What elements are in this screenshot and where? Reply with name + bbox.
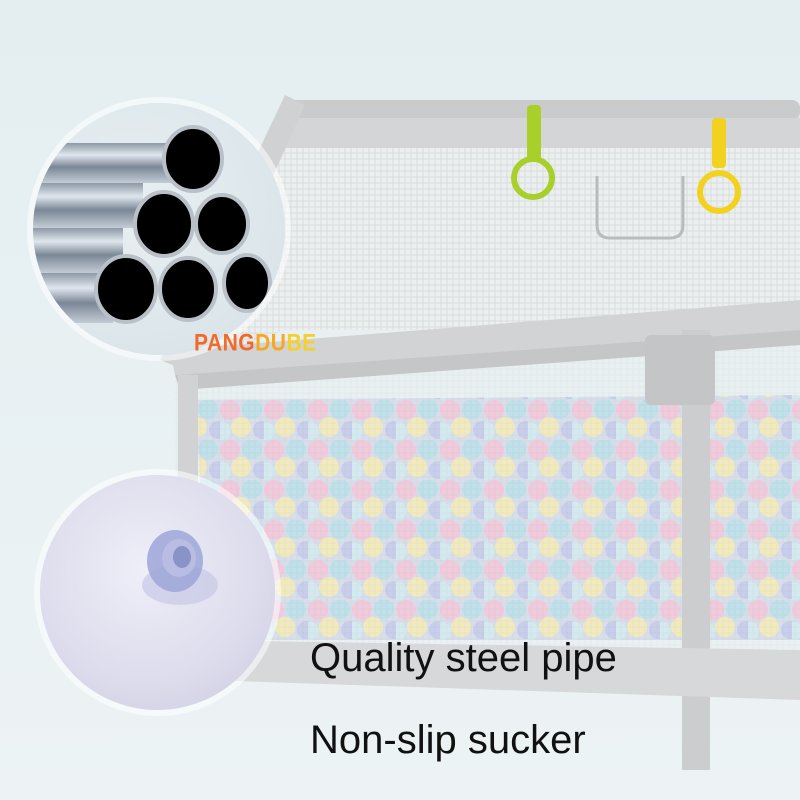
brand-part-2: DU xyxy=(255,330,287,357)
brand-part-1: PANG xyxy=(194,330,256,357)
suction-cup-closeup xyxy=(40,475,275,710)
caption-steel-pipe: Quality steel pipe xyxy=(310,636,617,680)
steel-pipe-closeup xyxy=(33,103,285,355)
brand-part-3: BE xyxy=(286,330,317,357)
brand-watermark: PANGDUBE xyxy=(194,330,317,358)
steel-pipes-icon xyxy=(33,125,272,324)
caption-non-slip-sucker: Non-slip sucker xyxy=(310,718,586,762)
suction-cup-icon xyxy=(142,530,218,605)
